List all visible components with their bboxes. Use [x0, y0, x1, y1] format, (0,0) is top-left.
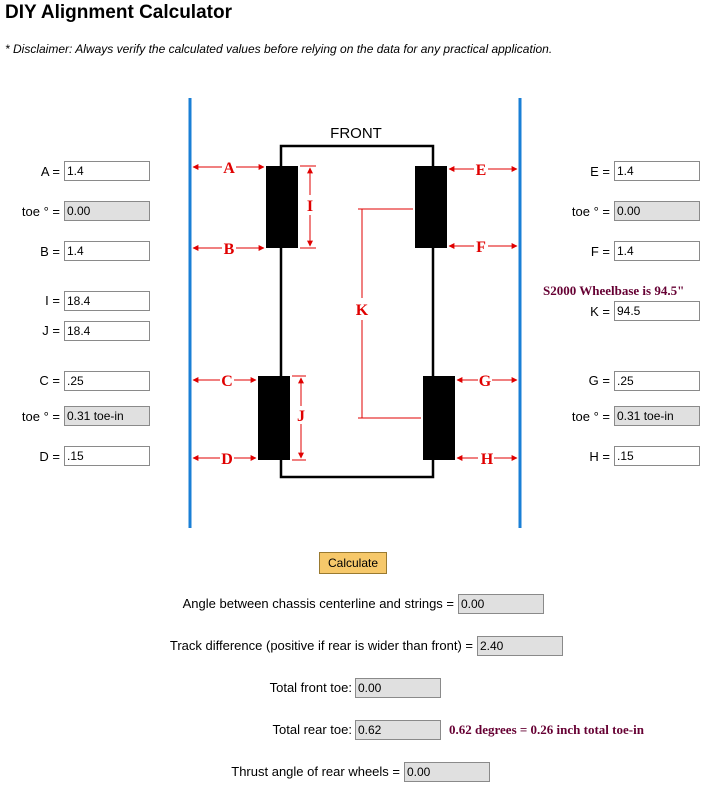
track-difference-field: [477, 636, 563, 656]
label-f: F: [476, 239, 486, 256]
j-input[interactable]: [64, 321, 150, 341]
d-input[interactable]: [64, 446, 150, 466]
total-rear-toe-label: Total rear toe:: [272, 722, 353, 737]
f-input[interactable]: [614, 241, 700, 261]
k-input[interactable]: [614, 301, 700, 321]
total-rear-toe-field: [355, 720, 441, 740]
page-title: DIY Alignment Calculator: [5, 2, 232, 23]
i-input[interactable]: [64, 291, 150, 311]
label-k: K: [356, 302, 369, 319]
rear-right-toe-field: [614, 406, 700, 426]
f-label: F =: [590, 244, 610, 259]
thrust-angle-field: [404, 762, 490, 782]
c-label: C =: [39, 373, 60, 388]
wheelbase-note: S2000 Wheelbase is 94.5": [543, 283, 685, 298]
rear-left-toe-label: toe ° =: [21, 409, 60, 424]
k-label: K =: [590, 304, 610, 319]
g-label: G =: [588, 373, 610, 388]
rear-toe-note: 0.62 degrees = 0.26 inch total toe-in: [449, 722, 644, 737]
e-label: E =: [590, 164, 610, 179]
total-front-toe-label: Total front toe:: [269, 680, 352, 695]
label-g: G: [479, 373, 492, 390]
label-c: C: [221, 373, 233, 390]
chassis-outline: [279, 144, 435, 479]
angle-result-field: [458, 594, 544, 614]
a-label: A =: [40, 164, 60, 179]
label-e: E: [476, 162, 487, 179]
rear-right-wheel: [423, 376, 455, 460]
label-d: D: [221, 451, 233, 468]
track-difference-label: Track difference (positive if rear is wi…: [169, 638, 473, 653]
rear-left-toe-field: [64, 406, 150, 426]
front-right-wheel: [415, 166, 447, 248]
rear-left-wheel: [258, 376, 290, 460]
label-a: A: [223, 160, 235, 177]
front-label: FRONT: [330, 125, 382, 142]
h-input[interactable]: [614, 446, 700, 466]
label-i: I: [307, 198, 313, 215]
b-input[interactable]: [64, 241, 150, 261]
label-b: B: [224, 241, 235, 258]
alignment-diagram: FRONT: [188, 98, 522, 528]
front-left-toe-label: toe ° =: [21, 204, 60, 219]
e-input[interactable]: [614, 161, 700, 181]
a-input[interactable]: [64, 161, 150, 181]
g-input[interactable]: [614, 371, 700, 391]
h-label: H =: [589, 449, 610, 464]
front-right-toe-field: [614, 201, 700, 221]
c-input[interactable]: [64, 371, 150, 391]
label-j: J: [297, 408, 305, 425]
thrust-angle-label: Thrust angle of rear wheels =: [231, 764, 400, 779]
total-front-toe-field: [355, 678, 441, 698]
label-h: H: [481, 451, 494, 468]
angle-label: Angle between chassis centerline and str…: [182, 596, 454, 611]
disclaimer-text: * Disclaimer: Always verify the calculat…: [5, 42, 553, 56]
b-label: B =: [40, 244, 60, 259]
front-left-wheel: [266, 166, 298, 248]
rear-right-toe-label: toe ° =: [571, 409, 610, 424]
j-label: J =: [42, 323, 60, 338]
front-left-toe-field: [64, 201, 150, 221]
i-label: I =: [45, 293, 60, 308]
front-right-toe-label: toe ° =: [571, 204, 610, 219]
d-label: D =: [39, 449, 60, 464]
calculate-button[interactable]: Calculate: [319, 552, 387, 574]
